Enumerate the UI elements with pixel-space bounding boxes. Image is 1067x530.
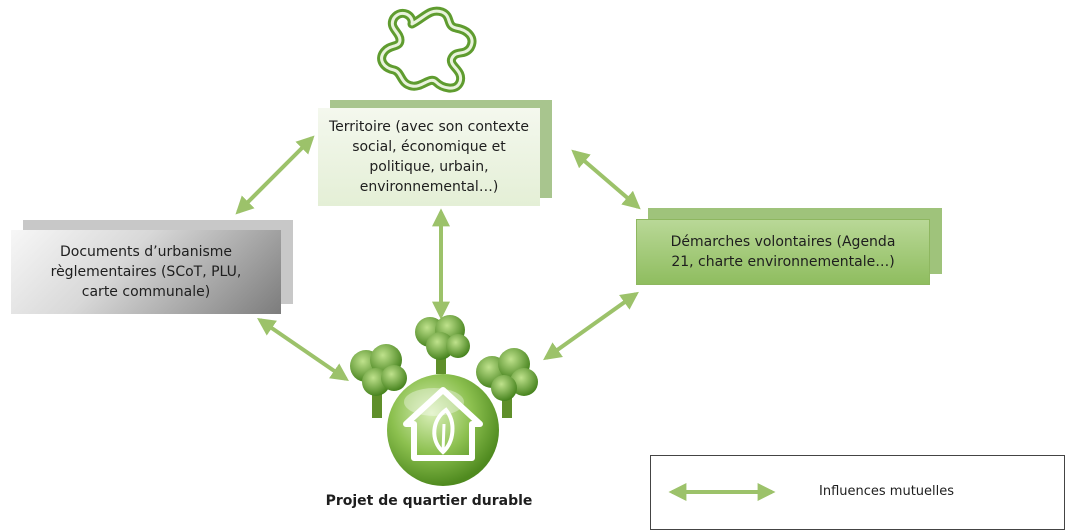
puzzle-piece-icon: [377, 6, 477, 93]
arrow-territoire-demarches: [571, 149, 641, 210]
documents-box: Documents d’urbanisme règlementaires (SC…: [11, 230, 281, 314]
legend-label: Influences mutuelles: [819, 484, 955, 499]
tree-icon: [415, 315, 470, 374]
tree-icon: [350, 344, 407, 418]
documents-text: Documents d’urbanisme règlementaires (SC…: [50, 244, 242, 300]
tree-icon: [476, 348, 538, 418]
projet-label: Projet de quartier durable: [325, 493, 533, 509]
territoire-text: Territoire (avec son contexte social, éc…: [328, 119, 530, 195]
territoire-box: Territoire (avec son contexte social, éc…: [318, 108, 540, 206]
arrow-documents-projet: [257, 317, 349, 382]
arrow-documents-territoire: [235, 135, 315, 215]
arrow-demarches-projet: [543, 291, 639, 361]
demarches-text: Démarches volontaires (Agenda 21, charte…: [670, 234, 896, 270]
legend: Influences mutuelles: [650, 455, 1065, 530]
demarches-box: Démarches volontaires (Agenda 21, charte…: [636, 219, 930, 285]
eco-house-icon: [350, 315, 538, 486]
